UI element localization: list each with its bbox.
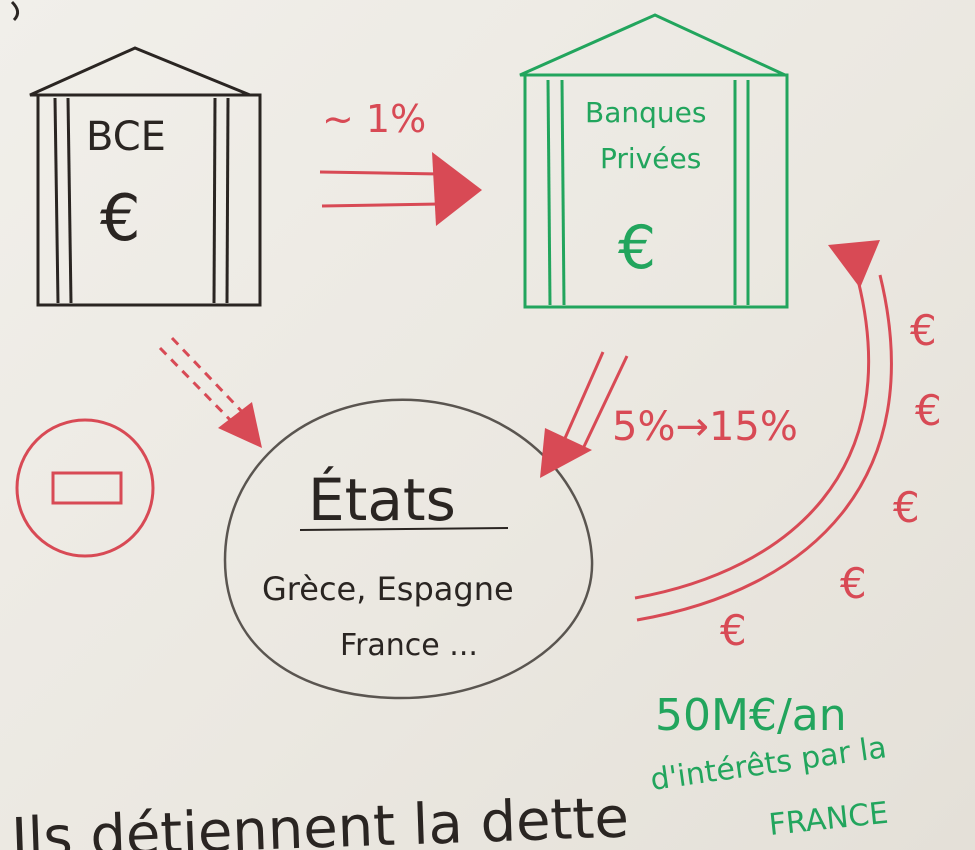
states-title-underline [299, 527, 509, 531]
curved-arrow-states-to-banks [634, 240, 893, 622]
double-arrow-banks-to-states [540, 351, 629, 478]
corner-mark [10, 0, 20, 22]
flow-euro-3: € [893, 483, 920, 532]
rate-bce-to-banks: ~ 1% [322, 97, 426, 141]
dashed-arrow-bce-to-states [158, 336, 262, 448]
private-banks-building-icon [519, 13, 789, 309]
states-line2: France ... [340, 628, 478, 663]
bce-building-icon [29, 46, 262, 307]
states-line1: Grèce, Espagne [262, 570, 514, 608]
bce-euro-symbol: € [100, 182, 141, 256]
states-ellipse [223, 398, 594, 700]
banks-label-line1: Banques [585, 96, 706, 129]
rate-banks-to-states: 5%→15% [612, 404, 798, 450]
double-arrow-bce-to-banks [319, 152, 482, 226]
interest-line3: FRANCE [767, 796, 890, 843]
flow-euro-4: € [840, 559, 867, 608]
interest-amount: 50M€/an [655, 690, 847, 741]
states-title: États [308, 465, 456, 534]
banks-euro-symbol: € [618, 213, 656, 283]
bce-label: BCE [86, 114, 166, 160]
bottom-text: Ils détiennent la dette [10, 785, 630, 850]
banks-label-line2: Privées [600, 142, 701, 175]
flow-euro-2: € [915, 386, 942, 435]
no-entry-icon [15, 418, 155, 558]
flow-euro-5: € [720, 606, 747, 655]
flow-euro-1: € [910, 306, 937, 355]
